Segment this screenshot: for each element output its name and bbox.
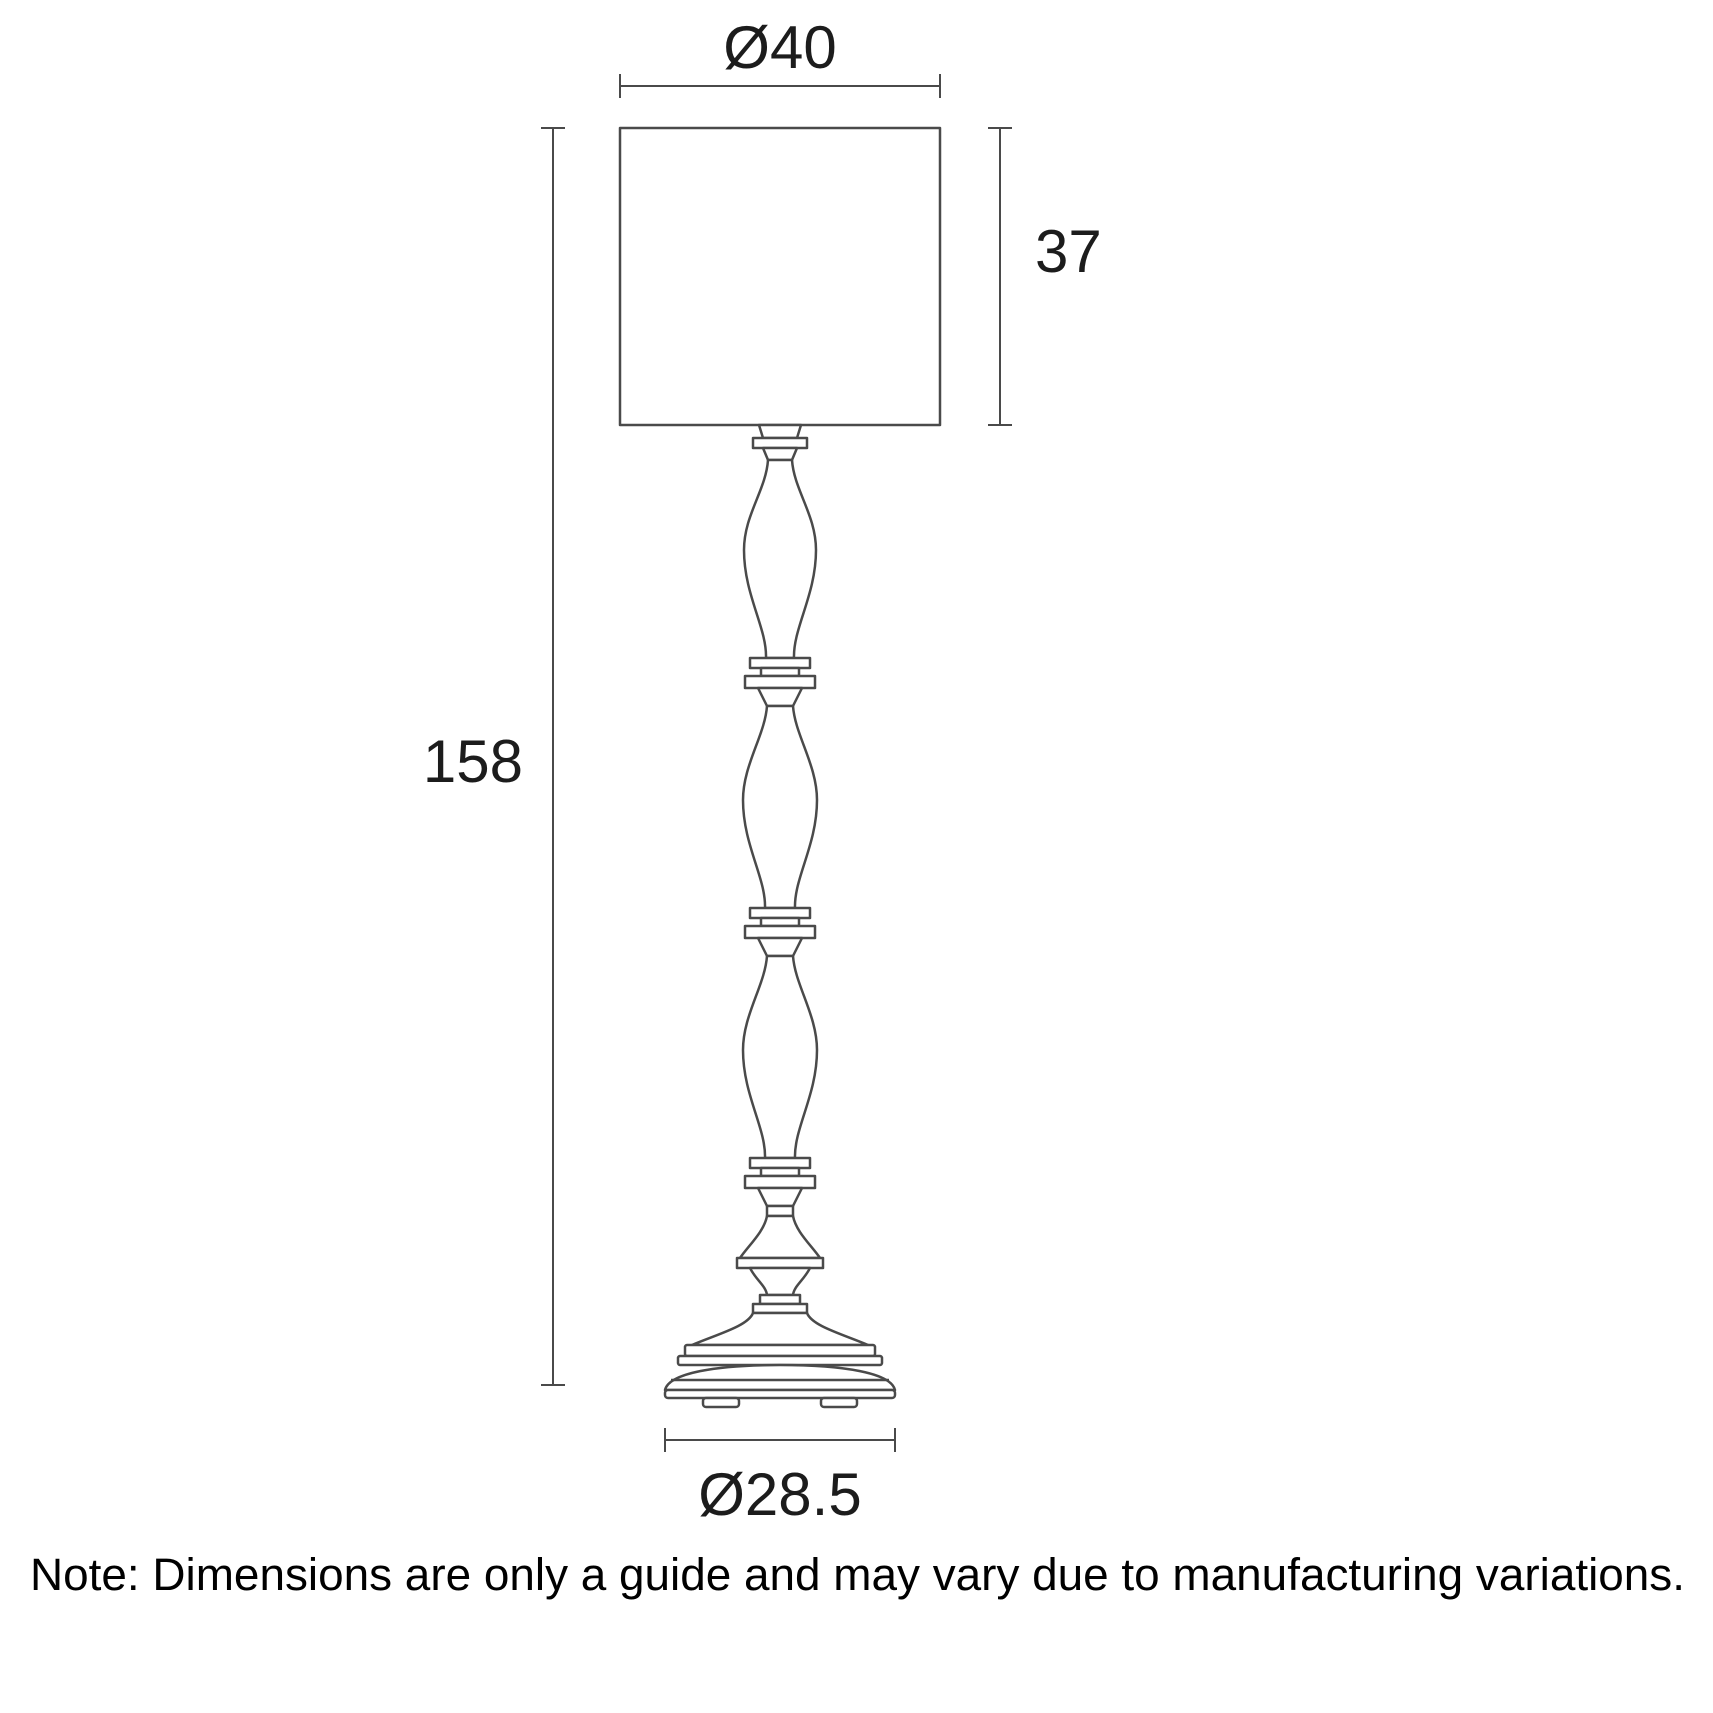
column-segment <box>748 1266 812 1297</box>
column-segment <box>690 1311 870 1347</box>
column-segment <box>748 1156 812 1170</box>
column-segment <box>743 924 817 940</box>
column-segment <box>761 446 799 462</box>
note-text: Note: Dimensions are only a guide and ma… <box>30 1549 1685 1600</box>
lamp-base <box>663 1343 897 1409</box>
column-segment <box>751 1302 809 1315</box>
lampshade <box>618 126 942 427</box>
lamp-figure <box>618 126 942 1409</box>
column-segment <box>748 656 812 670</box>
column-segment <box>756 1186 804 1208</box>
column-segment <box>756 686 804 708</box>
dimension-label-shade-height: 37 <box>1035 218 1102 285</box>
dimension-shade-diameter: Ø40 <box>619 14 941 98</box>
base-foot <box>701 1396 741 1409</box>
column-segment <box>748 906 812 920</box>
column-segment <box>743 1174 817 1190</box>
lamp-column <box>690 423 870 1347</box>
column-segment <box>741 954 819 1160</box>
column-segment <box>738 1214 822 1260</box>
column-segment <box>735 1256 825 1270</box>
column-segment <box>756 936 804 958</box>
base-foot <box>819 1396 859 1409</box>
base-step <box>683 1343 877 1358</box>
base-dome <box>663 1363 897 1392</box>
column-segment <box>751 436 809 450</box>
column-segment <box>743 674 817 690</box>
dimension-base-diameter: Ø28.5 <box>664 1428 896 1528</box>
column-segment <box>765 1204 795 1218</box>
base-step <box>676 1354 884 1367</box>
column-segment <box>742 458 818 660</box>
column-segment <box>741 704 819 910</box>
column-segment <box>757 423 803 440</box>
dimension-shade-height: 37 <box>988 127 1102 426</box>
dimension-label-total-height: 158 <box>423 728 523 795</box>
lampshade-outline <box>618 126 942 427</box>
base-plate <box>663 1388 897 1400</box>
dimension-total-height: 158 <box>423 127 565 1386</box>
column-segment <box>758 1293 802 1306</box>
dimension-label-base-diameter: Ø28.5 <box>698 1461 861 1528</box>
dimension-label-shade-diameter: Ø40 <box>723 14 836 81</box>
